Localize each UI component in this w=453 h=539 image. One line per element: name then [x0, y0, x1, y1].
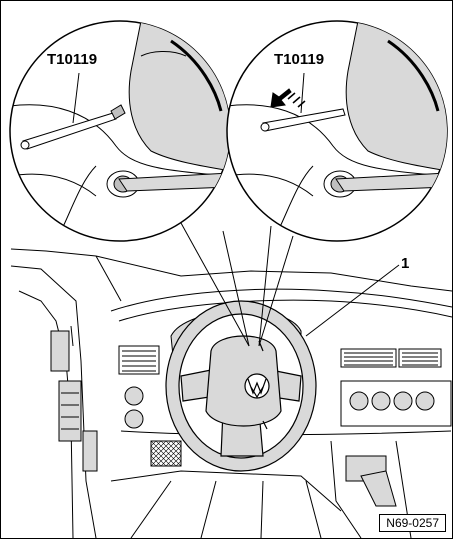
figure-code: N69-0257 — [379, 514, 446, 532]
detail-view-left — [9, 20, 231, 242]
detail-leader-lines — [180, 222, 294, 347]
tool-label-right: T10119 — [274, 51, 325, 68]
callout-number: 1 — [401, 255, 410, 272]
callout-leader — [305, 264, 400, 337]
tool-label-left: T10119 — [47, 51, 98, 68]
steering-wheel — [165, 300, 317, 472]
detail-view-right — [226, 20, 448, 242]
